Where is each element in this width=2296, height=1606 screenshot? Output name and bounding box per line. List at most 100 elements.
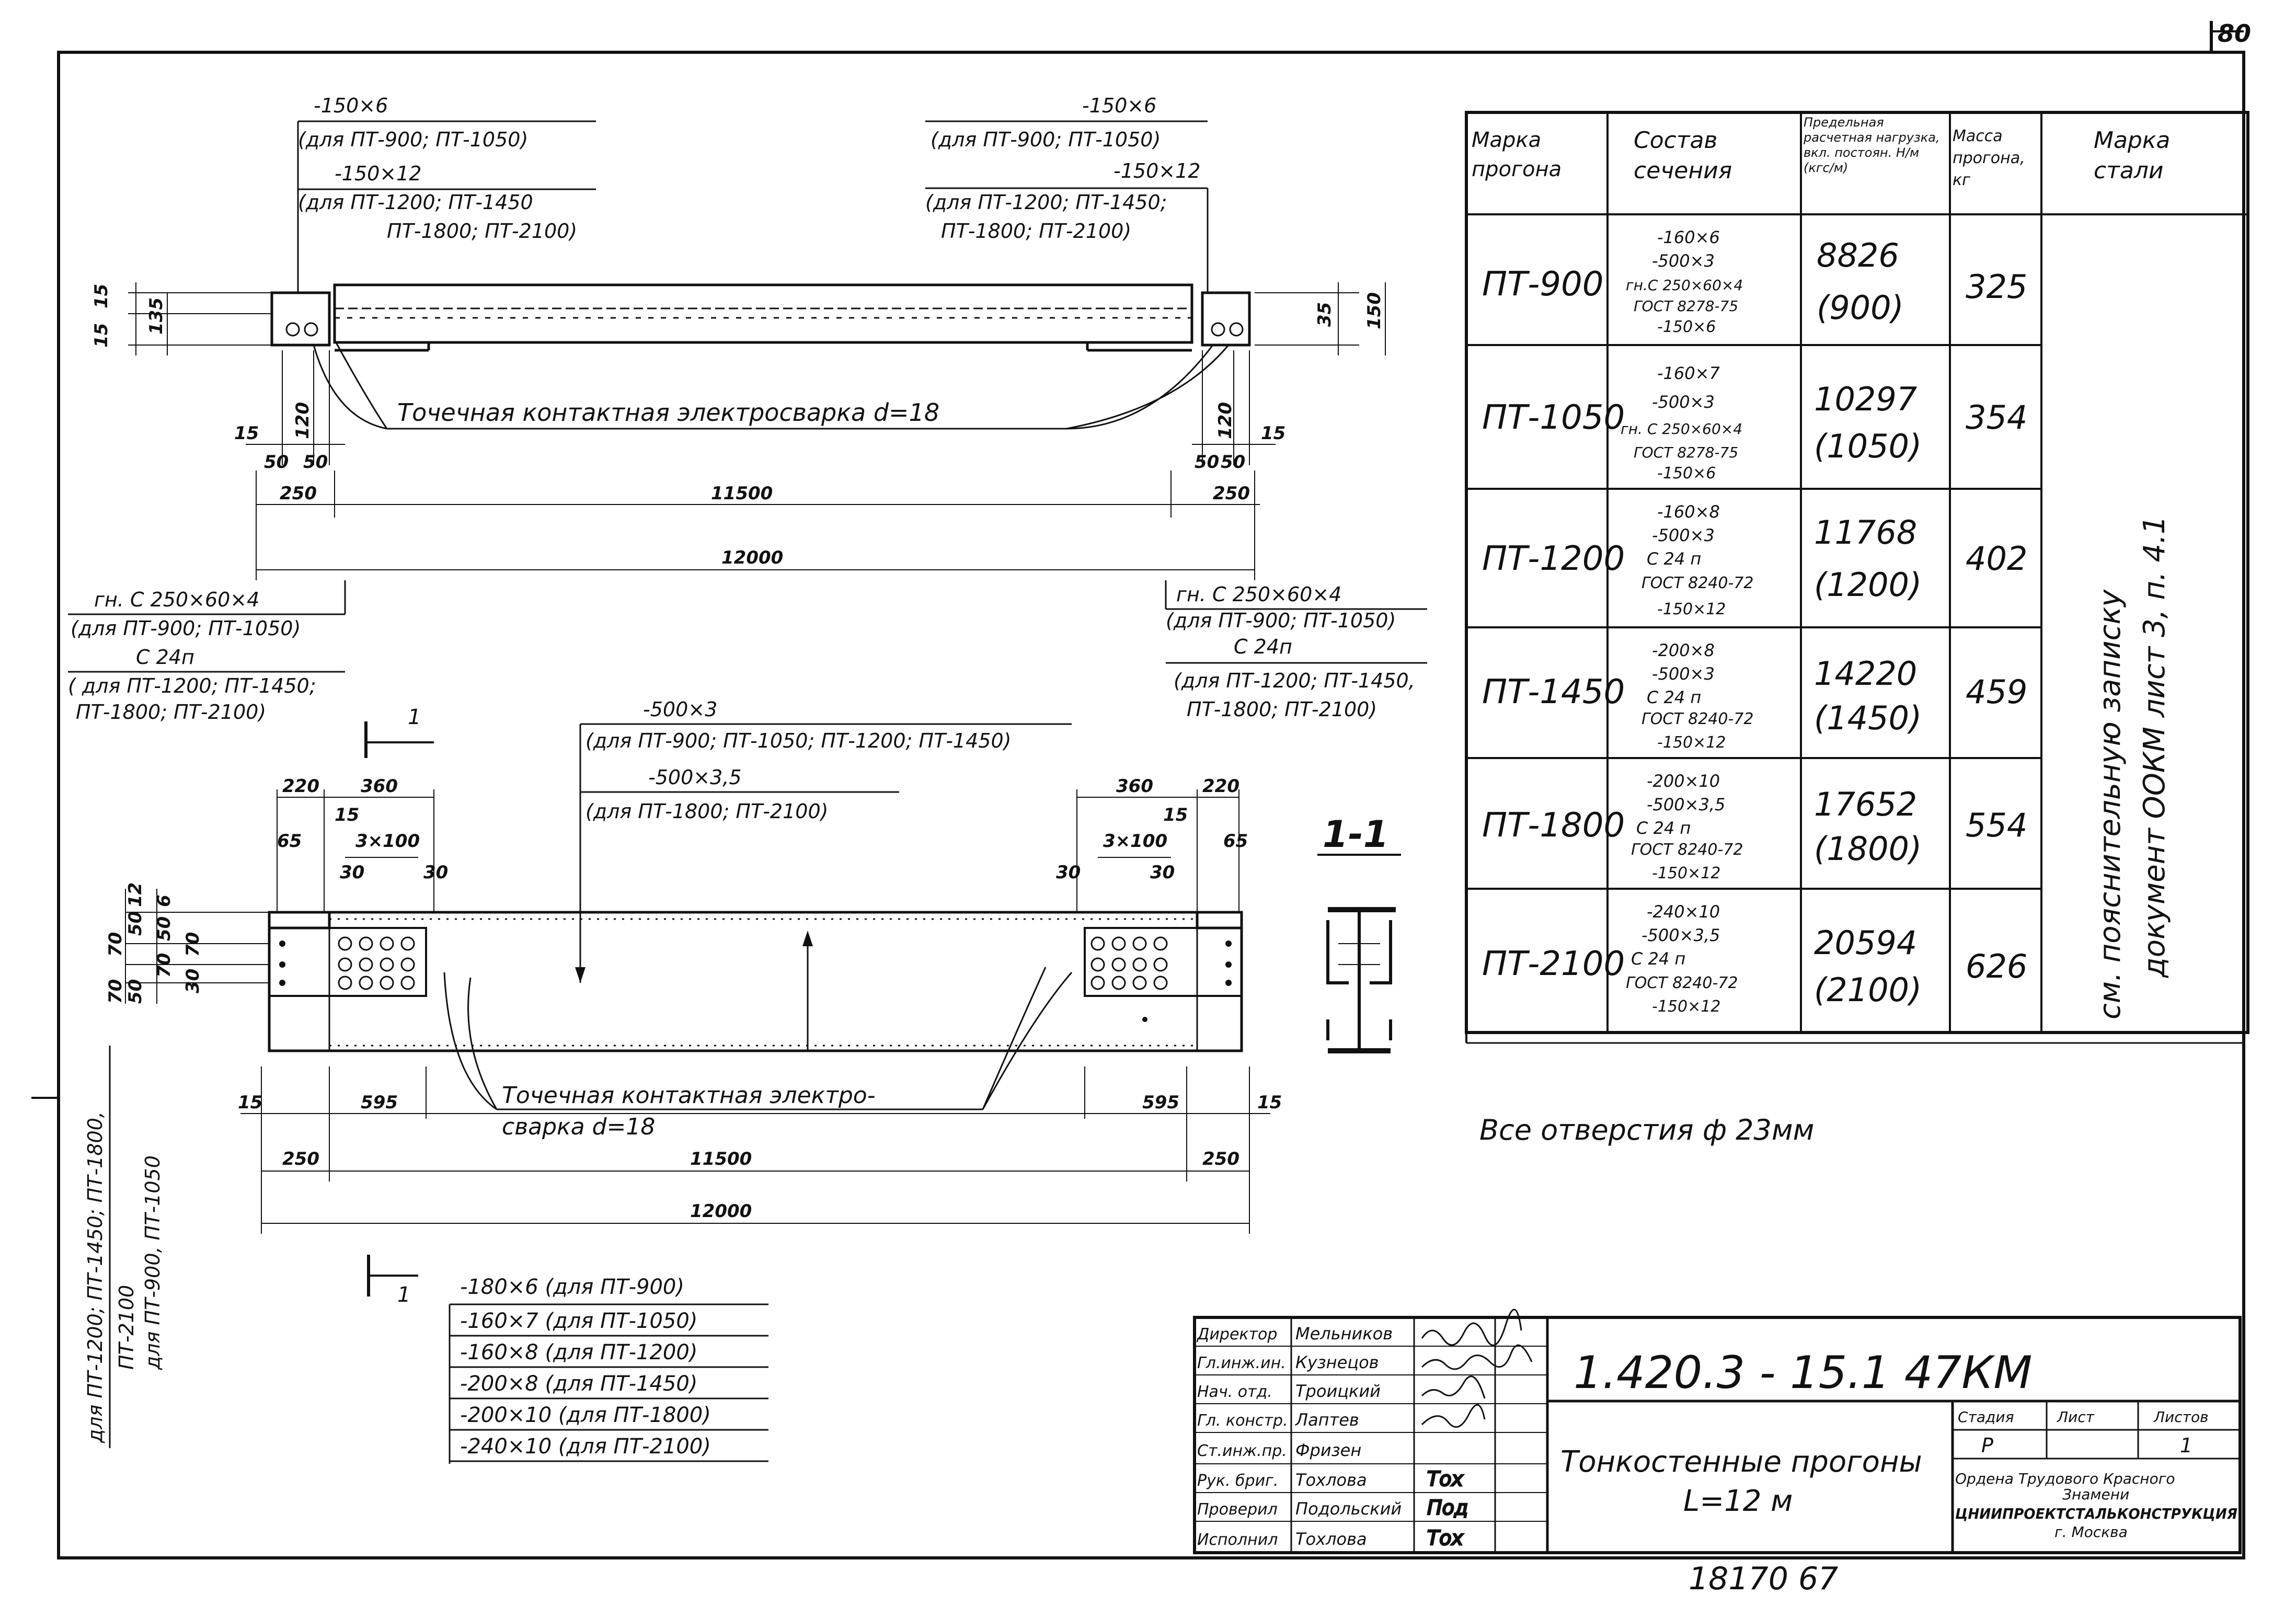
dim-250-bottom-left: 250: [282, 1149, 319, 1169]
org-line: ЦНИИПРОЕКТСТАЛЬКОНСТРУКЦИЯ: [1955, 1505, 2237, 1522]
doc-title-1: Тонкостенные прогоны: [1560, 1445, 1922, 1479]
row-section: -160×7: [1657, 363, 1720, 383]
dim-360-left: 360: [361, 776, 398, 797]
dim-11500: 11500: [711, 483, 773, 504]
note-line: (для ПТ-900; ПТ-1050; ПТ-1200; ПТ-1450): [586, 729, 1011, 752]
section-1-1: 1-1: [1317, 813, 1401, 1053]
signatures: Тох Под Тох: [1421, 1309, 1533, 1551]
dim-50a: 50: [125, 911, 146, 936]
row-section: -150×12: [1652, 997, 1720, 1016]
vnote-3: для ПТ-900, ПТ-1050: [141, 1155, 164, 1370]
dim-15a: 15: [91, 284, 112, 308]
dim-3x100-right: 3×100: [1103, 831, 1167, 852]
weld-label-top: Точечная контактная электросварка d=18: [397, 398, 939, 427]
weld-label-bottom-2: сварка d=18: [502, 1114, 655, 1140]
staff-roles: Директор Гл.инж.ин. Нач. отд. Гл. констр…: [1196, 1325, 1288, 1549]
dim-30b-left: 30: [423, 862, 448, 883]
flange-item: -200×10 (для ПТ-1800): [460, 1403, 711, 1427]
flange-item: -200×8 (для ПТ-1450): [460, 1372, 697, 1396]
archive-number: 18170 67: [1689, 1561, 1838, 1597]
dim-70a: 70: [105, 932, 126, 957]
sheet-label: Лист: [2057, 1408, 2095, 1426]
row-load: 11768: [1814, 513, 1917, 552]
dim-595-right: 595: [1142, 1092, 1179, 1113]
role: Проверил: [1197, 1500, 1278, 1519]
dim-12: 12: [125, 882, 146, 907]
row-load-kgs: (1450): [1814, 699, 1922, 737]
dim-12000-bottom: 12000: [690, 1201, 752, 1222]
flange-item: -160×8 (для ПТ-1200): [460, 1340, 697, 1364]
dim-11500-bottom: 11500: [690, 1149, 752, 1169]
section-title: 1-1: [1323, 813, 1388, 856]
right-channel-notes: гн. С 250×60×4 (для ПТ-900; ПТ-1050) С 2…: [1165, 580, 1427, 721]
role: Гл. констр.: [1197, 1412, 1288, 1430]
dim-150: 150: [1364, 292, 1385, 329]
row-load: 10297: [1814, 380, 1917, 418]
dim-360-right: 360: [1116, 776, 1153, 797]
dim-250-right: 250: [1213, 483, 1250, 504]
stage-label: Стадия: [1958, 1408, 2014, 1426]
row-mark: ПТ-2100: [1482, 945, 1625, 983]
note-line: -500×3,5: [648, 766, 742, 789]
left-plate-notes: -150×6 (для ПТ-900; ПТ-1050) -150×12 (дл…: [297, 94, 596, 293]
role: Рук. бриг.: [1197, 1472, 1278, 1490]
dim-35: 35: [1314, 302, 1335, 327]
note-line: ПТ-1800; ПТ-2100): [76, 701, 266, 724]
name: Подольский: [1295, 1499, 1402, 1519]
bottom-view-dimensions: 220 360 15 65 3×100 30 30 360 220 15 65 …: [105, 776, 1282, 1234]
stage-value: Р: [1981, 1434, 1993, 1457]
row-section: -150×12: [1657, 600, 1726, 618]
row-mark: ПТ-1200: [1482, 540, 1625, 578]
role: Исполнил: [1197, 1531, 1278, 1549]
vertical-notes: для ПТ-1200; ПТ-1450; ПТ-1800, ПТ-2100 д…: [84, 1046, 164, 1448]
row-mass: 459: [1966, 673, 2027, 711]
bolt-holes-left: [279, 936, 415, 990]
row-section: -500×3: [1652, 251, 1715, 271]
org-line: г. Москва: [2054, 1523, 2128, 1541]
bottom-view: 1 -500×3 (для ПТ-900; ПТ-1050; ПТ-1200; …: [84, 698, 1401, 1464]
note-line: (для ПТ-1200; ПТ-1450: [298, 191, 533, 214]
note-line: ПТ-1800; ПТ-2100): [387, 220, 577, 243]
row-section: -160×6: [1657, 227, 1720, 247]
role: Гл.инж.ин.: [1197, 1354, 1286, 1372]
dim-15-left: 15: [234, 423, 259, 444]
row-load-kgs: (1200): [1814, 566, 1922, 604]
note-line: -150×6: [314, 94, 388, 117]
row-section: -150×12: [1657, 733, 1726, 752]
note-line: С 24п: [1234, 635, 1292, 658]
row-section: -160×8: [1657, 502, 1720, 522]
row-load: 8826: [1817, 236, 1899, 274]
row-section: ГОСТ 8240-72: [1641, 710, 1753, 728]
header-load: Предельная расчетная нагрузка, вкл. пост…: [1804, 115, 1940, 175]
note-line: (для ПТ-1200; ПТ-1450;: [925, 191, 1167, 214]
dim-30a-right: 30: [1056, 862, 1081, 883]
name: Фризен: [1295, 1440, 1361, 1460]
row-load-kgs: (1800): [1814, 830, 1922, 868]
row-section: ГОСТ 8240-72: [1641, 574, 1753, 592]
note-line: -500×3: [643, 698, 717, 721]
row-mass: 626: [1966, 947, 2027, 985]
table-headers: Марка прогона Состав сечения Предельная …: [1472, 115, 2170, 189]
header-section: Состав сечения: [1634, 127, 1732, 184]
dim-50c: 50: [154, 916, 175, 941]
role: Ст.инж.пр.: [1197, 1442, 1287, 1460]
dim-120-right: 120: [1215, 402, 1236, 439]
row-load: 20594: [1814, 924, 1917, 962]
note-line: -150×6: [1082, 94, 1156, 117]
section-mark-bottom: 1: [397, 1283, 410, 1307]
dim-30a-left: 30: [340, 862, 364, 883]
row-section: -200×10: [1647, 771, 1720, 791]
note-line: С 24п: [136, 646, 194, 669]
row-section: гн.С 250×60×4: [1626, 277, 1743, 294]
dim-15-right: 15: [1163, 805, 1188, 825]
dim-50-right: 50: [1195, 452, 1219, 473]
signature: Тох: [1427, 1467, 1463, 1490]
top-view-dimensions: 15 15 135 35 150 120 120 15 15 50 50 50 …: [91, 282, 1386, 580]
doc-code: 1.420.3 - 15.1 47КМ: [1574, 1347, 2032, 1399]
dim-65-left: 65: [277, 831, 302, 852]
sheets-value: 1: [2180, 1434, 2192, 1457]
row-mass: 554: [1966, 806, 2027, 844]
table-row: ПТ-1050 -160×7 -500×3 гн. С 250×60×4 ГОС…: [1482, 363, 2027, 483]
dim-15b: 15: [91, 323, 112, 348]
signature: Под: [1427, 1496, 1468, 1519]
